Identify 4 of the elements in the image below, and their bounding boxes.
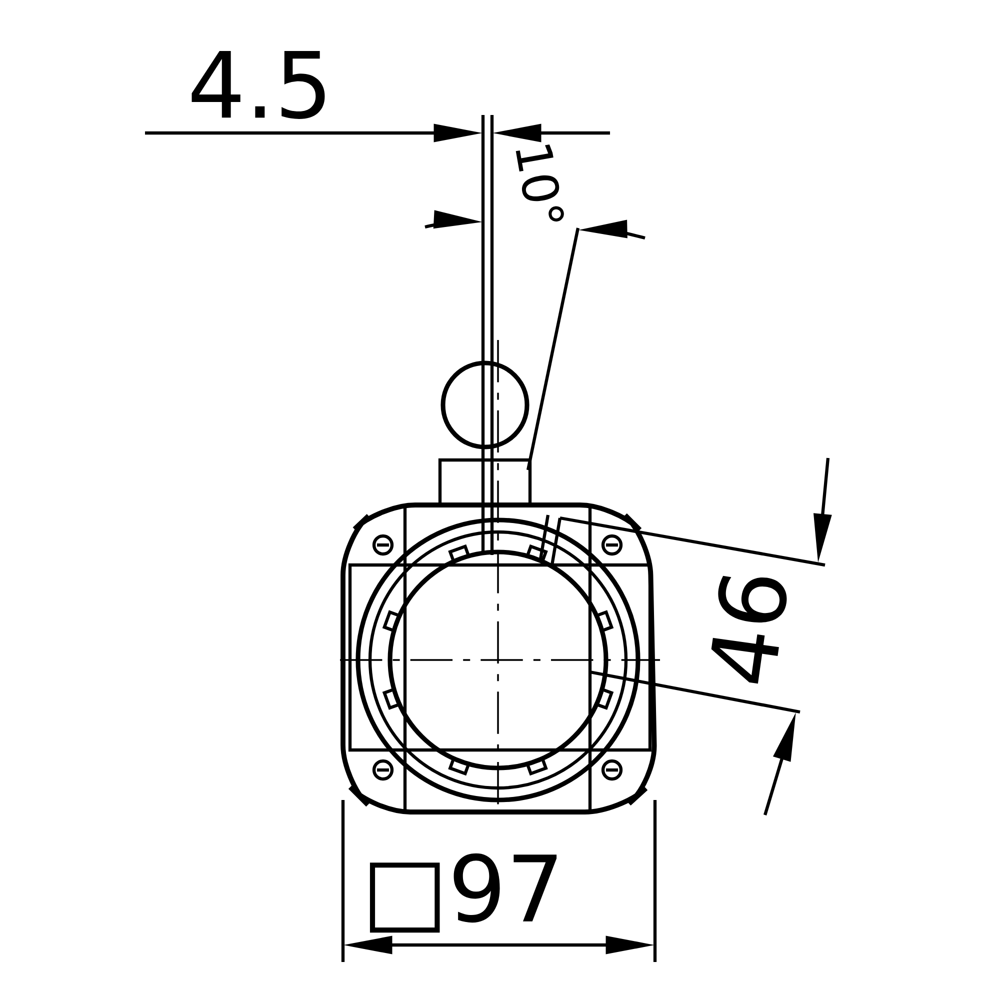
dimension-text: 10° bbox=[516, 144, 564, 222]
dimension-text: 46 bbox=[711, 576, 787, 684]
dimension-text: 4.5 bbox=[192, 51, 325, 119]
dimension-text: □97 bbox=[370, 853, 557, 933]
